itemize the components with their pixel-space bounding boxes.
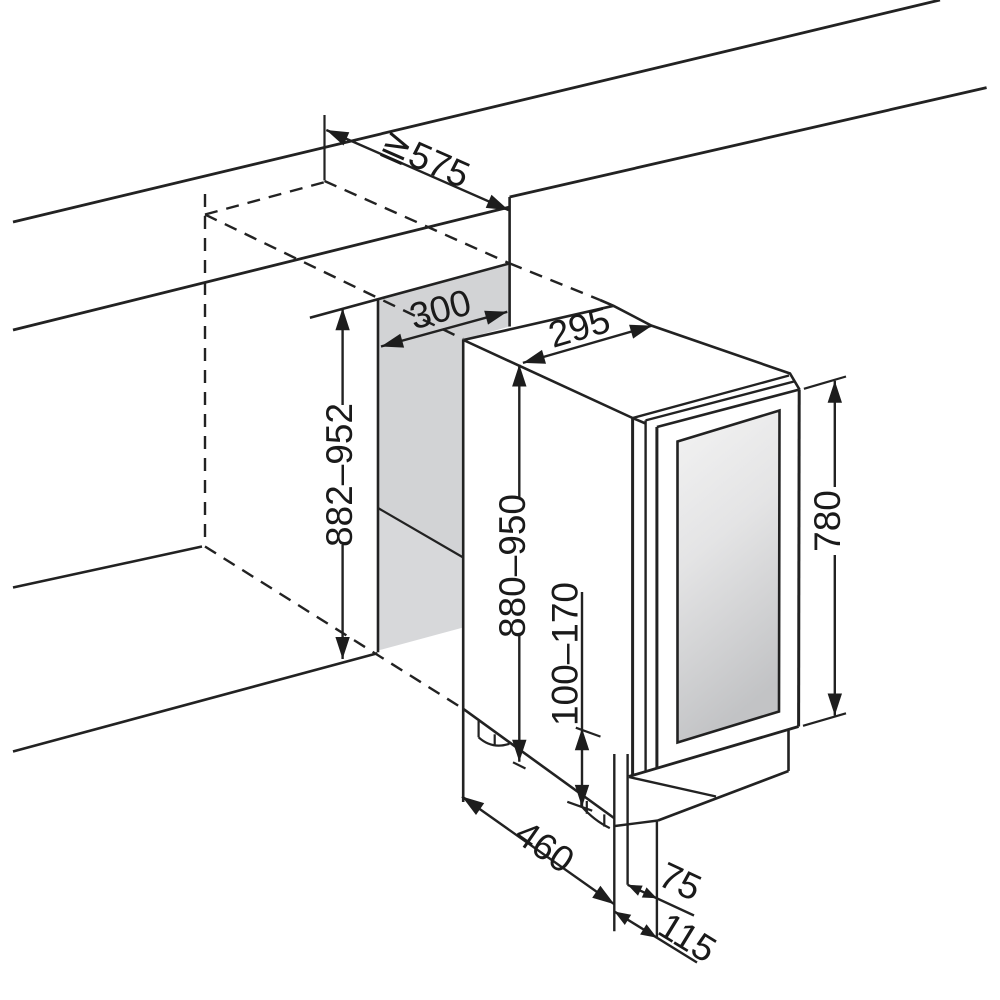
svg-text:882–952: 882–952 xyxy=(319,403,360,547)
svg-text:780: 780 xyxy=(807,490,848,552)
svg-text:≧575: ≧575 xyxy=(374,121,475,196)
svg-text:880–950: 880–950 xyxy=(492,494,533,638)
svg-text:115: 115 xyxy=(652,905,724,971)
svg-text:295: 295 xyxy=(544,299,615,356)
svg-text:460: 460 xyxy=(508,812,582,881)
svg-text:100–170: 100–170 xyxy=(544,582,585,726)
